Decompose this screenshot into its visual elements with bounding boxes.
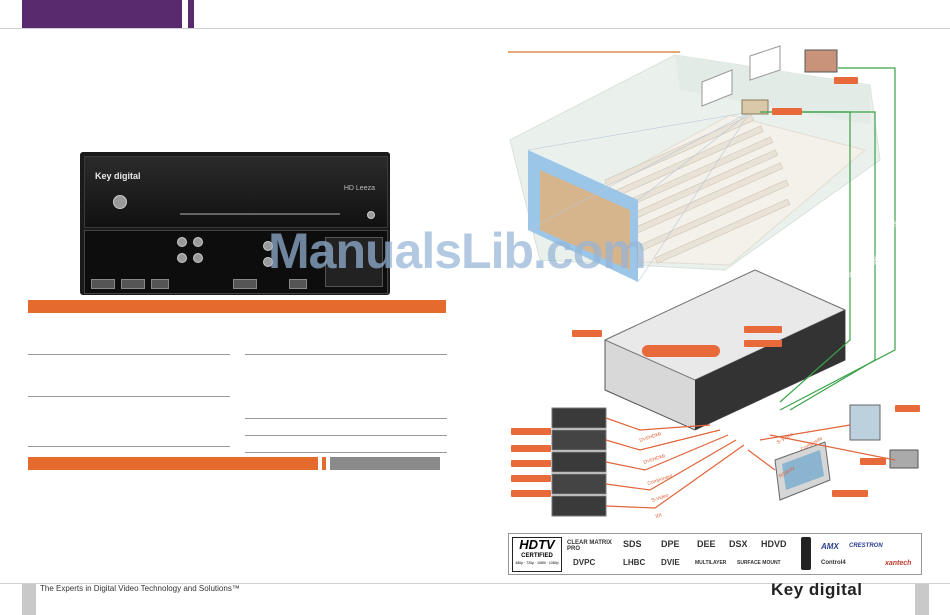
footer-rule bbox=[0, 583, 950, 584]
power-knob bbox=[113, 195, 127, 209]
product-front-panel: Key digital HD Leeza bbox=[84, 156, 388, 228]
video-player bbox=[849, 404, 881, 441]
remote-control-icon bbox=[801, 537, 811, 570]
side-screen bbox=[701, 69, 733, 107]
logo-lhbc: LHBC bbox=[623, 558, 646, 567]
flat-panel-tv bbox=[804, 49, 838, 73]
rack-label-dvi-hdmi-1: DVI/HDMI bbox=[639, 431, 662, 444]
bnc-connector bbox=[177, 237, 187, 247]
logo-multilayer: MULTILAYER bbox=[695, 560, 727, 566]
front-button bbox=[367, 211, 375, 219]
logo-crestron: CRESTRON bbox=[849, 543, 883, 549]
front-led-strip bbox=[180, 213, 340, 215]
product-model-label: HD Leeza bbox=[343, 185, 375, 192]
product-brand-label: Key digital bbox=[95, 171, 141, 181]
text-rule bbox=[28, 396, 230, 397]
product-photo: Key digital HD Leeza bbox=[80, 152, 390, 295]
logo-sds: SDS bbox=[623, 539, 642, 549]
hdtv-resolutions: 480p · 720p · 1080i · 1080p bbox=[515, 561, 559, 565]
section-bar-specs bbox=[28, 457, 318, 470]
screen-image bbox=[540, 170, 630, 270]
header-tab-accent bbox=[188, 0, 194, 28]
product-back-panel bbox=[84, 230, 388, 294]
bnc-connector bbox=[263, 257, 273, 267]
watermark: ManualsLib.com bbox=[268, 223, 647, 279]
caution-label bbox=[325, 237, 383, 287]
section-bar-gray bbox=[330, 457, 440, 470]
callout-unit-right-2 bbox=[744, 340, 782, 347]
rack-label-dvi-hdmi-2: DVI/HDMI bbox=[643, 453, 666, 466]
hdleeza-badge bbox=[642, 345, 720, 357]
logo-xantech: xantech bbox=[885, 560, 912, 567]
rack-label-component: Component bbox=[647, 473, 674, 487]
theater-back-wall bbox=[675, 55, 870, 125]
theater-seats bbox=[604, 114, 791, 264]
rack-label-svideo: S-Video bbox=[651, 493, 670, 504]
laptop-screen bbox=[782, 450, 824, 490]
section-bar-features bbox=[28, 300, 446, 313]
hdleeza-front bbox=[695, 310, 845, 430]
footer-tagline: The Experts in Digital Video Technology … bbox=[40, 584, 240, 593]
bnc-connector bbox=[193, 237, 203, 247]
section-bar-specs-tail bbox=[322, 457, 326, 470]
bnc-connector bbox=[193, 253, 203, 263]
text-rule bbox=[28, 354, 230, 355]
callout-rack-5 bbox=[511, 490, 551, 497]
text-rule bbox=[245, 354, 447, 355]
installation-diagram: RGBHV/Component DVI/HDMI S-Video Composi… bbox=[509, 45, 919, 520]
cable-label-svideo: S-Video bbox=[776, 432, 795, 446]
red-cables bbox=[605, 417, 896, 509]
green-cables bbox=[760, 67, 896, 411]
text-rule bbox=[28, 446, 230, 447]
callout-rack-1 bbox=[511, 428, 551, 435]
certified-text: CERTIFIED bbox=[521, 553, 553, 559]
vga-port bbox=[151, 279, 169, 289]
logo-amx: AMX bbox=[821, 542, 839, 551]
hdtv-certified-logo: HDTV CERTIFIED 480p · 720p · 1080i · 108… bbox=[512, 537, 562, 572]
callout-camera-2 bbox=[860, 458, 886, 465]
callout-laptop bbox=[832, 490, 868, 497]
callout-unit-right-1 bbox=[744, 326, 782, 333]
side-screen bbox=[749, 45, 781, 81]
logo-surface-mount: SURFACE MOUNT bbox=[737, 560, 781, 566]
callout-rack-3 bbox=[511, 460, 551, 467]
logo-dvie: DVIE bbox=[661, 558, 680, 567]
hdtv-text: HDTV bbox=[519, 537, 555, 552]
logo-dpe: DPE bbox=[661, 539, 680, 549]
header-rule bbox=[0, 28, 950, 29]
dvi-port bbox=[233, 279, 257, 289]
callout-camera-1 bbox=[895, 405, 920, 412]
callout-rack-2 bbox=[511, 445, 551, 452]
bnc-connector bbox=[177, 253, 187, 263]
logo-clear-matrix: CLEAR MATRIX PRO bbox=[567, 540, 612, 552]
projector-beams bbox=[527, 111, 751, 283]
certification-strip: HDTV CERTIFIED 480p · 720p · 1080i · 108… bbox=[508, 533, 922, 575]
projector bbox=[741, 99, 769, 115]
diagram-title-rule bbox=[508, 51, 680, 53]
vga-port bbox=[289, 279, 307, 289]
text-rule bbox=[245, 452, 447, 453]
callout-unit-left bbox=[572, 330, 602, 337]
header-tab-left bbox=[22, 0, 182, 28]
rack-label-idi: IDI bbox=[655, 512, 663, 520]
logo-control4: Control4 bbox=[821, 560, 846, 566]
callout-projector bbox=[772, 108, 802, 115]
logo-dee: DEE bbox=[697, 539, 716, 549]
equipment-rack bbox=[551, 407, 607, 517]
footer-tab-left bbox=[22, 584, 36, 615]
callout-rack-4 bbox=[511, 475, 551, 482]
dvi-port bbox=[91, 279, 115, 289]
bnc-connector bbox=[263, 241, 273, 251]
logo-dsx: DSX bbox=[729, 539, 748, 549]
footer-tab-right bbox=[915, 584, 929, 615]
logo-dvpc: DVPC bbox=[573, 558, 596, 567]
text-rule bbox=[245, 435, 447, 436]
camcorder bbox=[889, 449, 919, 469]
logo-hdvd: HDVD bbox=[761, 539, 787, 549]
dvi-port bbox=[121, 279, 145, 289]
text-rule bbox=[245, 418, 447, 419]
footer-brand-logo: Key digital bbox=[771, 580, 863, 599]
callout-tv bbox=[834, 77, 858, 84]
